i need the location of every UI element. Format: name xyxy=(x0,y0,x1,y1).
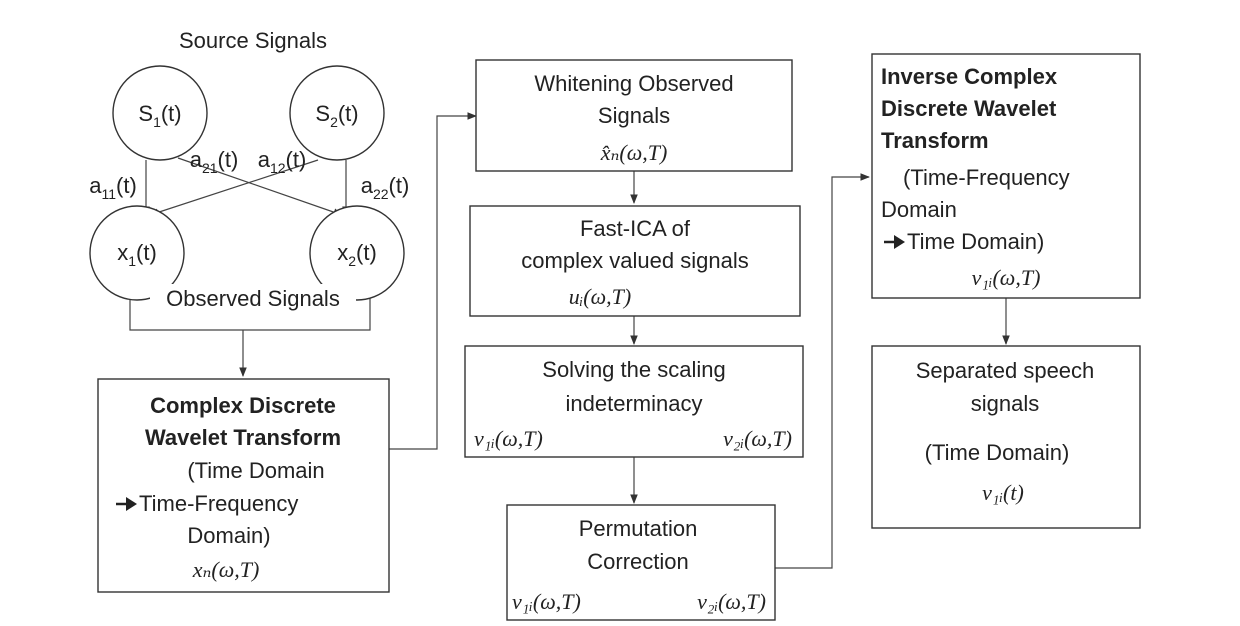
permutation-line-1: Permutation xyxy=(579,516,698,541)
fastica-line-2: complex valued signals xyxy=(521,248,748,273)
permutation-formula-left: v₁ᵢ(ω,T) xyxy=(512,589,581,614)
whitening-formula: x̂ₙ(ω,T) xyxy=(600,140,668,165)
svg-text:S1(t): S1(t) xyxy=(138,101,181,130)
box-scaling: Solving the scaling indeterminacy v₁ᵢ(ω,… xyxy=(464,345,804,458)
box-permutation: Permutation Correction v₁ᵢ(ω,T) v₂ᵢ(ω,T) xyxy=(506,504,776,621)
connector-cdwt-to-whitening xyxy=(389,112,477,450)
box-whitening: Whitening Observed Signals x̂ₙ(ω,T) xyxy=(475,59,793,172)
icdwt-title-1: Inverse Complex xyxy=(881,64,1058,89)
permutation-formula-right: v₂ᵢ(ω,T) xyxy=(697,589,766,614)
scaling-line-1: Solving the scaling xyxy=(542,357,725,382)
observed-signals-label: Observed Signals xyxy=(166,286,340,311)
label-a21: a21(t) xyxy=(190,147,239,176)
observed-bracket xyxy=(129,285,371,331)
whitening-line-1: Whitening Observed xyxy=(534,71,733,96)
scaling-formula-left: v₁ᵢ(ω,T) xyxy=(474,426,543,451)
separated-formula: v₁ᵢ(t) xyxy=(982,480,1024,505)
separated-line-3: (Time Domain) xyxy=(925,440,1070,465)
separated-line-2: signals xyxy=(971,391,1039,416)
cdwt-formula: xₙ(ω,T) xyxy=(192,557,260,582)
box-separated: Separated speech signals (Time Domain) v… xyxy=(871,345,1141,529)
right-arrow-icon xyxy=(116,497,137,511)
svg-text:S2(t): S2(t) xyxy=(315,101,358,130)
fastica-line-1: Fast-ICA of xyxy=(580,216,691,241)
node-x2: x2(t) xyxy=(309,205,405,301)
scaling-formula-right: v₂ᵢ(ω,T) xyxy=(723,426,792,451)
box-icdwt: Inverse Complex Discrete Wavelet Transfo… xyxy=(871,53,1141,299)
icdwt-line-4: (Time-Frequency xyxy=(903,165,1070,190)
permutation-line-2: Correction xyxy=(587,549,688,574)
icdwt-formula: v₁ᵢ(ω,T) xyxy=(972,265,1041,290)
cdwt-line-3: (Time Domain xyxy=(187,458,324,483)
separated-line-1: Separated speech xyxy=(916,358,1095,383)
svg-text:x2(t): x2(t) xyxy=(337,240,377,269)
label-a22: a22(t) xyxy=(361,173,410,202)
edge-a12 xyxy=(149,159,319,216)
icdwt-title-3: Transform xyxy=(881,128,989,153)
label-a12: a12(t) xyxy=(258,147,307,176)
connector-permutation-to-icdwt xyxy=(775,173,870,569)
fastica-formula: uᵢ(ω,T) xyxy=(569,284,631,309)
svg-text:x1(t): x1(t) xyxy=(117,240,157,269)
box-cdwt: Complex Discrete Wavelet Transform (Time… xyxy=(97,378,390,593)
box-fastica: Fast-ICA of complex valued signals uᵢ(ω,… xyxy=(469,205,801,317)
right-arrow-icon xyxy=(884,235,905,249)
edge-a21 xyxy=(177,157,343,216)
scaling-line-2: indeterminacy xyxy=(566,391,703,416)
cdwt-line-4: Time-Frequency xyxy=(139,491,298,516)
cdwt-title-1: Complex Discrete xyxy=(150,393,336,418)
icdwt-line-5: Domain xyxy=(881,197,957,222)
label-a11: a11(t) xyxy=(89,173,137,202)
whitening-line-2: Signals xyxy=(598,103,670,128)
source-signals-label: Source Signals xyxy=(179,28,327,53)
node-x1: x1(t) xyxy=(89,205,185,301)
cdwt-title-2: Wavelet Transform xyxy=(145,425,341,450)
node-s2: S2(t) xyxy=(289,65,385,161)
icdwt-title-2: Discrete Wavelet xyxy=(881,96,1057,121)
cdwt-line-5: Domain) xyxy=(187,523,270,548)
icdwt-line-6: Time Domain) xyxy=(907,229,1044,254)
node-s1: S1(t) xyxy=(112,65,208,161)
